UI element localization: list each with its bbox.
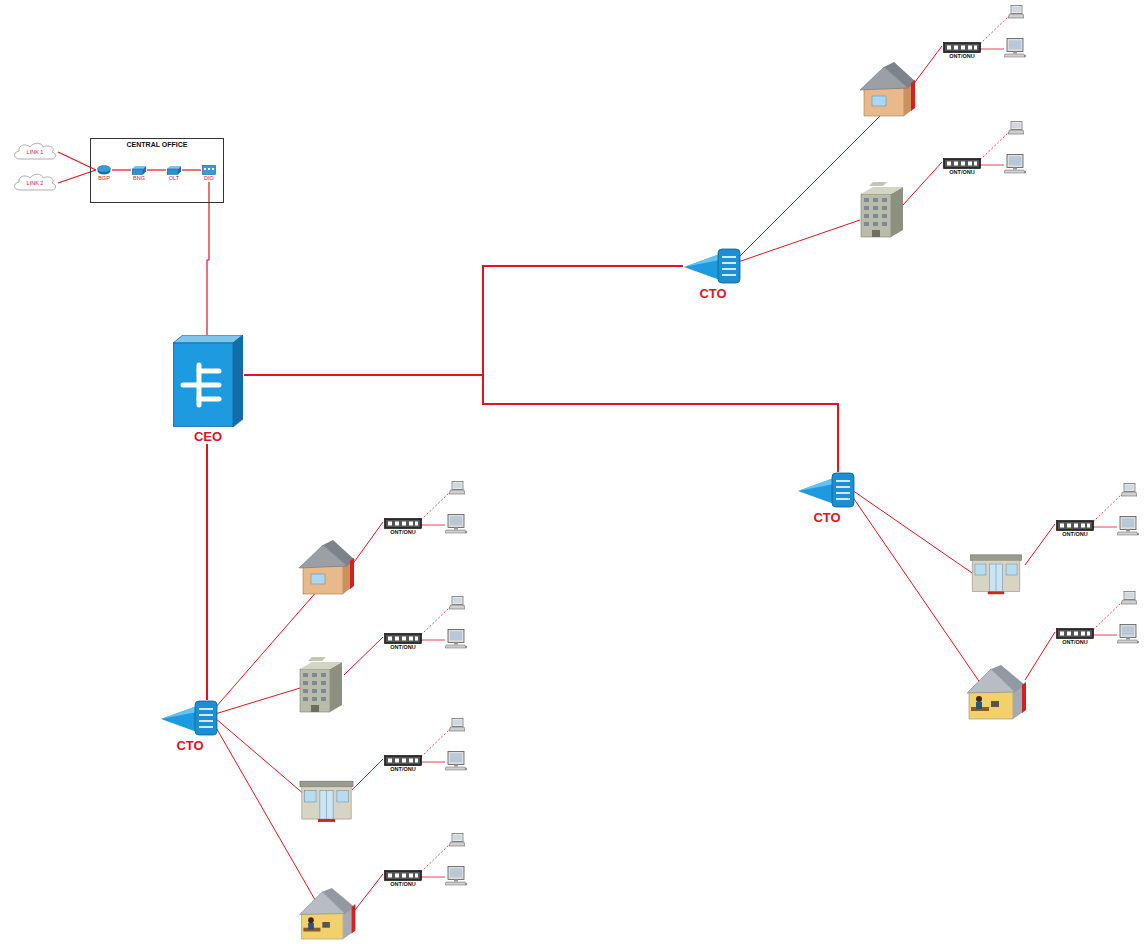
node-icon: [384, 755, 422, 766]
ont-modem: ONT/ONU: [383, 870, 423, 888]
ont-modem: ONT/ONU: [383, 518, 423, 536]
ont-modem: ONT/ONU: [1055, 520, 1095, 538]
node-icon: [202, 165, 216, 175]
node-icon: [384, 518, 422, 529]
node-icon: [167, 165, 181, 175]
fiber-link: [206, 444, 208, 700]
node-icon: [384, 633, 422, 644]
node-icon: [161, 700, 219, 736]
node-label: LINK 1: [27, 149, 44, 155]
ont-modem: ONT/ONU: [942, 42, 982, 60]
node-icon: [173, 335, 243, 427]
box-title: CENTRAL OFFICE: [91, 141, 223, 148]
node-label: OLT: [166, 175, 182, 182]
node-label: ONT/ONU: [1055, 531, 1095, 538]
ont-modem: ONT/ONU: [942, 158, 982, 176]
splitter-box: CTO: [797, 472, 857, 525]
internet-cloud: LINK 1: [12, 142, 58, 162]
node-label: CEO: [172, 429, 244, 444]
fiber-link: [112, 169, 131, 170]
node-icon: [943, 158, 981, 169]
fiber-link: [207, 182, 209, 335]
node-label: ONT/ONU: [383, 644, 423, 651]
node-label: CTO: [797, 510, 857, 525]
olt-device: OLT: [166, 165, 182, 182]
node-label: LINK 2: [27, 180, 44, 186]
node-icon: [384, 870, 422, 881]
node-label: BGP: [96, 175, 112, 182]
node-label: ONT/ONU: [942, 53, 982, 60]
fiber-link: [182, 169, 201, 170]
splitter-box: CTO: [683, 248, 743, 301]
splitter-box: CTO: [160, 700, 220, 753]
computers: [445, 6, 1139, 886]
bng-switch: BNG: [131, 165, 147, 182]
buildings: [299, 62, 1026, 939]
node-label: ONT/ONU: [383, 766, 423, 773]
node-label: DIO: [201, 175, 217, 182]
node-label: CTO: [683, 286, 743, 301]
drop-cables: [214, 46, 1055, 910]
node-icon: [132, 165, 146, 175]
dio-panel: DIO: [201, 165, 217, 182]
node-icon: [798, 472, 856, 508]
node-label: BNG: [131, 175, 147, 182]
node-label: ONT/ONU: [383, 881, 423, 888]
lan-cables: [421, 16, 1122, 877]
node-label: CTO: [160, 738, 220, 753]
node-label: ONT/ONU: [383, 529, 423, 536]
node-icon: [943, 42, 981, 53]
fiber-link: [244, 375, 838, 472]
fiber-link: [147, 169, 166, 170]
node-icon: [97, 165, 111, 175]
node-label: ONT/ONU: [1055, 639, 1095, 646]
bgp-router: BGP: [96, 165, 112, 182]
internet-cloud: LINK 2: [12, 173, 58, 193]
node-icon: [684, 248, 742, 284]
node-label: ONT/ONU: [942, 169, 982, 176]
node-icon: [1056, 628, 1094, 639]
ont-modem: ONT/ONU: [383, 755, 423, 773]
ont-modem: ONT/ONU: [383, 633, 423, 651]
ont-modem: ONT/ONU: [1055, 628, 1095, 646]
node-icon: [1056, 520, 1094, 531]
central-office-box: CENTRAL OFFICE BGP BNG OLT DIO: [90, 138, 224, 203]
splice-enclosure: CEO: [172, 335, 244, 444]
fiber-link: [244, 266, 683, 375]
